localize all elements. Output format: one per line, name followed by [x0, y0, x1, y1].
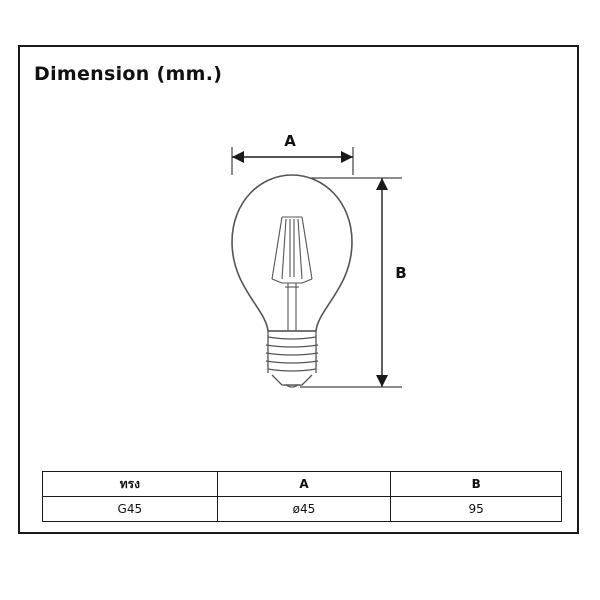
dim-b-label: B	[395, 264, 406, 282]
bulb-glass	[231, 174, 353, 332]
dimension-a: A	[231, 132, 354, 175]
dim-a-label: A	[284, 132, 296, 150]
header-b: B	[390, 471, 562, 497]
cell-b: 95	[390, 496, 562, 522]
table-row: G45 ø45 95	[42, 496, 562, 522]
dim-a-arrow-right	[341, 151, 353, 163]
bulb-screw-base	[265, 330, 319, 388]
bulb-filament	[271, 216, 313, 331]
header-a: A	[216, 471, 392, 497]
cell-shape: G45	[42, 496, 218, 522]
dimension-panel: Dimension (mm.) A B	[18, 45, 579, 534]
dimension-table: ทรง A B G45 ø45 95	[42, 471, 562, 522]
table-header-row: ทรง A B	[42, 471, 562, 497]
panel-title: Dimension (mm.)	[34, 63, 223, 85]
dim-b-arrow-bottom	[376, 375, 388, 387]
dim-b-arrow-top	[376, 178, 388, 190]
bulb-illustration	[231, 174, 353, 388]
dim-a-arrow-left	[232, 151, 244, 163]
bulb-dimension-diagram: A B	[231, 132, 407, 388]
dimension-b: B	[300, 177, 407, 388]
header-shape: ทรง	[42, 471, 218, 497]
cell-a: ø45	[216, 496, 392, 522]
